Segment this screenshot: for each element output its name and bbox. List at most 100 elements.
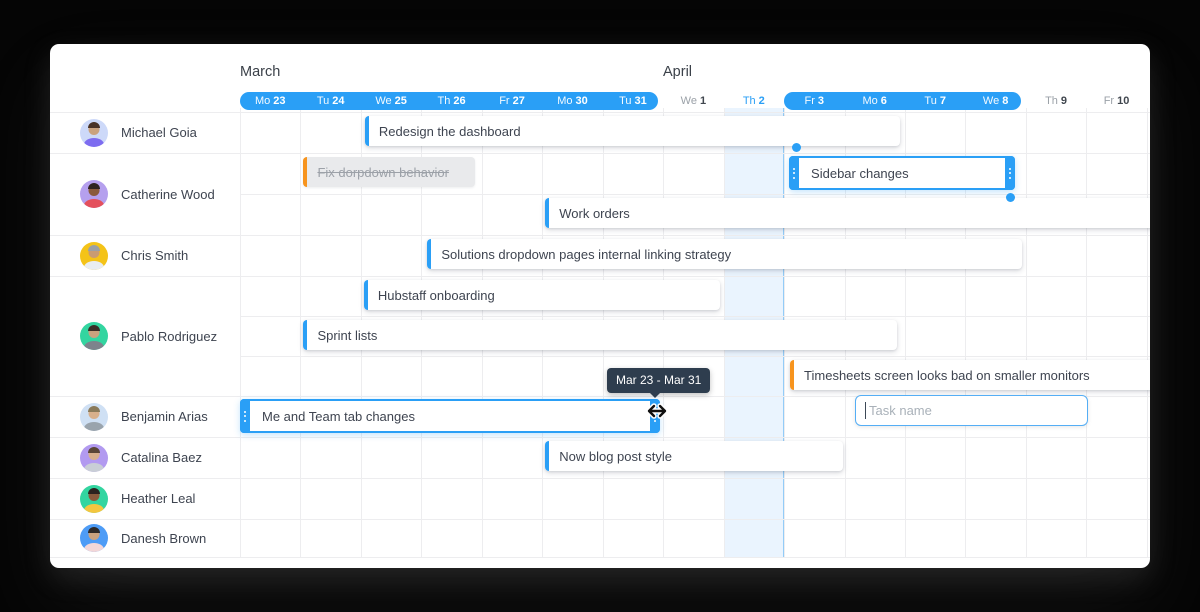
avatar xyxy=(80,118,108,147)
grid-hline xyxy=(240,316,1150,317)
avatar xyxy=(80,524,108,552)
people-row-divider xyxy=(50,519,240,520)
resize-handle-left[interactable] xyxy=(789,156,800,190)
person-row[interactable]: Heather Leal xyxy=(50,478,240,519)
day-number: 23 xyxy=(273,95,286,107)
task-status-strip xyxy=(363,280,368,310)
task-status-strip xyxy=(303,320,308,350)
grid-hline xyxy=(240,356,1150,357)
task-bar[interactable]: Timesheets screen looks bad on smaller m… xyxy=(790,360,1150,390)
grid-hline xyxy=(240,557,1150,558)
task-bar[interactable]: Sprint lists xyxy=(303,320,897,350)
avatar-hair xyxy=(88,325,100,331)
day-name: We xyxy=(375,95,392,107)
grid-vline xyxy=(1086,108,1088,557)
people-row-divider xyxy=(50,153,240,154)
day-number: 25 xyxy=(394,95,407,107)
grid-hline xyxy=(240,478,1150,479)
task-bar[interactable]: Fix dorpdown behavior xyxy=(303,157,475,187)
day-number: 8 xyxy=(1002,95,1009,107)
person-name: Benjamin Arias xyxy=(121,409,208,424)
person-row[interactable]: Catalina Baez xyxy=(50,437,240,478)
day-name: Fr xyxy=(1103,95,1115,107)
people-row-divider xyxy=(50,112,240,113)
avatar-shirt xyxy=(84,462,104,472)
task-bar[interactable]: Hubstaff onboarding xyxy=(363,280,720,310)
avatar-shirt xyxy=(84,503,104,513)
person-name: Catalina Baez xyxy=(121,450,202,465)
resize-handle-right[interactable] xyxy=(1004,156,1015,190)
new-task-input[interactable] xyxy=(855,395,1088,426)
avatar-hair xyxy=(88,446,100,453)
avatar-shirt xyxy=(84,137,104,147)
grid-hline xyxy=(240,276,1150,277)
grid-hline xyxy=(240,437,1150,438)
avatar-hair xyxy=(88,121,100,128)
task-bar[interactable]: Solutions dropdown pages internal linkin… xyxy=(427,239,1022,269)
day-number: 26 xyxy=(453,95,466,107)
avatar-face xyxy=(88,123,100,135)
day-name: Fr xyxy=(804,95,815,107)
date-range-pill xyxy=(784,91,1021,110)
avatar xyxy=(80,180,108,208)
day-name: Mo xyxy=(862,95,878,107)
grid-hline xyxy=(240,396,1150,397)
person-row[interactable]: Catherine Wood xyxy=(50,153,240,235)
task-bar[interactable]: Redesign the dashboard xyxy=(364,116,900,146)
people-row-divider xyxy=(50,276,240,277)
grid-vline xyxy=(240,108,241,557)
avatar-hair xyxy=(88,527,100,533)
day-number: 30 xyxy=(575,95,588,107)
task-bar[interactable]: Work orders xyxy=(545,198,1150,228)
avatar xyxy=(80,322,108,350)
task-status-strip xyxy=(545,198,550,228)
link-dot[interactable] xyxy=(1005,193,1015,202)
person-name: Catherine Wood xyxy=(121,186,215,202)
grid-hline xyxy=(240,153,1150,154)
avatar-face xyxy=(88,489,100,501)
resize-cursor-icon xyxy=(646,403,668,419)
month-label-april: April xyxy=(663,64,693,80)
task-bar[interactable]: Sidebar changes xyxy=(789,156,1015,190)
grid-hline xyxy=(240,519,1150,520)
person-row[interactable]: Michael Goia xyxy=(50,112,240,153)
person-name: Chris Smith xyxy=(121,248,189,263)
day-name: Th xyxy=(1045,95,1058,107)
person-name: Danesh Brown xyxy=(121,530,207,546)
grid-vline xyxy=(904,108,906,557)
task-bar[interactable]: Now blog post style xyxy=(545,441,843,471)
day-number: 24 xyxy=(332,95,345,107)
day-number: 2 xyxy=(758,95,765,107)
resize-handle-left[interactable] xyxy=(240,399,250,433)
task-label: Solutions dropdown pages internal linkin… xyxy=(441,246,732,262)
task-status-strip xyxy=(545,441,550,471)
day-name: Tu xyxy=(316,95,330,107)
day-name: Th xyxy=(437,95,451,107)
task-bar[interactable]: Me and Team tab changes xyxy=(240,399,661,433)
person-row[interactable]: Chris Smith xyxy=(50,235,240,276)
person-row[interactable]: Danesh Brown xyxy=(50,519,240,557)
day-number: 27 xyxy=(512,95,525,107)
avatar-shirt xyxy=(84,199,104,208)
text-caret xyxy=(865,402,866,419)
avatar-face xyxy=(88,246,100,258)
day-name: Tu xyxy=(619,95,632,107)
person-row[interactable]: Benjamin Arias xyxy=(50,396,240,437)
avatar-shirt xyxy=(84,421,104,431)
people-row-divider xyxy=(50,437,240,438)
task-status-strip xyxy=(427,239,432,269)
avatar-hair xyxy=(88,405,100,412)
avatar-hair xyxy=(88,183,100,189)
person-name: Pablo Rodriguez xyxy=(121,328,218,344)
person-row[interactable]: Pablo Rodriguez xyxy=(50,276,240,396)
task-label: Work orders xyxy=(559,205,630,221)
link-dot[interactable] xyxy=(792,143,802,152)
